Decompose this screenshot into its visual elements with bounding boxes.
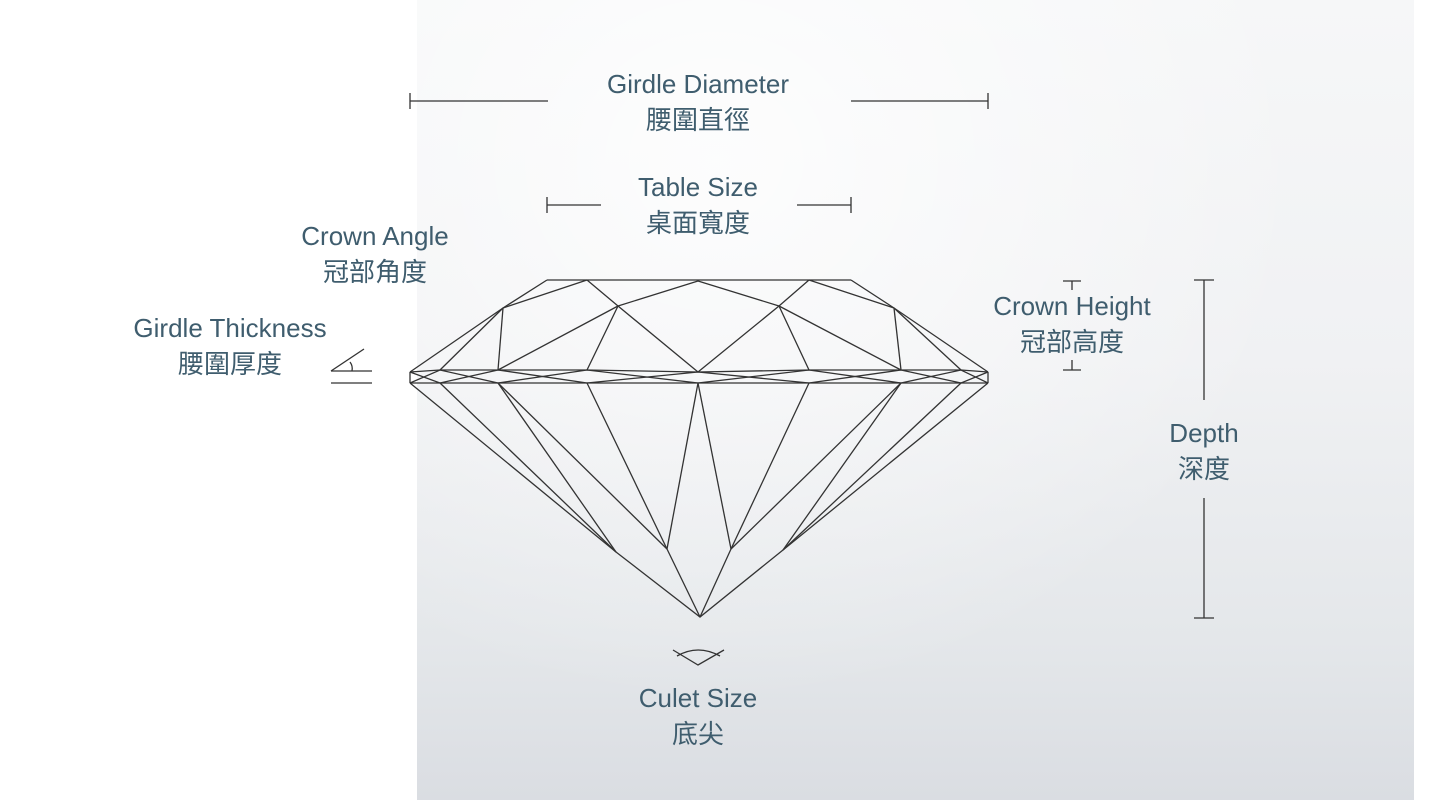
label-en: Girdle Diameter xyxy=(606,69,790,99)
label-en: Table Size xyxy=(638,172,758,202)
diamond-outline xyxy=(409,279,989,618)
table-size-dimension xyxy=(546,197,852,213)
girdle-thickness-label: Girdle Thickness 腰圍厚度 xyxy=(110,310,350,382)
label-en: Culet Size xyxy=(638,683,758,713)
girdle-diameter-dimension xyxy=(409,93,989,109)
depth-label: Depth 深度 xyxy=(1144,415,1264,487)
label-en: Crown Angle xyxy=(301,221,449,251)
label-en: Girdle Thickness xyxy=(133,313,327,343)
crown-angle-label: Crown Angle 冠部角度 xyxy=(275,218,475,290)
label-zh: 冠部高度 xyxy=(1019,327,1124,357)
label-zh: 桌面寬度 xyxy=(645,208,750,238)
label-zh: 腰圍厚度 xyxy=(177,349,282,379)
label-en: Crown Height xyxy=(993,291,1151,321)
label-zh: 底尖 xyxy=(671,719,724,749)
crown-height-dimension xyxy=(1063,280,1081,371)
label-zh: 冠部角度 xyxy=(322,257,427,287)
label-zh: 深度 xyxy=(1177,454,1230,484)
culet-icon xyxy=(672,649,725,666)
background-glow xyxy=(417,0,1414,800)
label-zh: 腰圍直徑 xyxy=(645,105,750,135)
angle-icon xyxy=(330,348,372,384)
depth-dimension xyxy=(1194,279,1214,619)
crown-height-label: Crown Height 冠部高度 xyxy=(972,288,1172,360)
culet-size-label: Culet Size 底尖 xyxy=(608,680,788,752)
label-en: Depth xyxy=(1169,418,1239,448)
table-size-label: Table Size 桌面寬度 xyxy=(598,169,798,241)
girdle-diameter-label: Girdle Diameter 腰圍直徑 xyxy=(578,66,818,138)
